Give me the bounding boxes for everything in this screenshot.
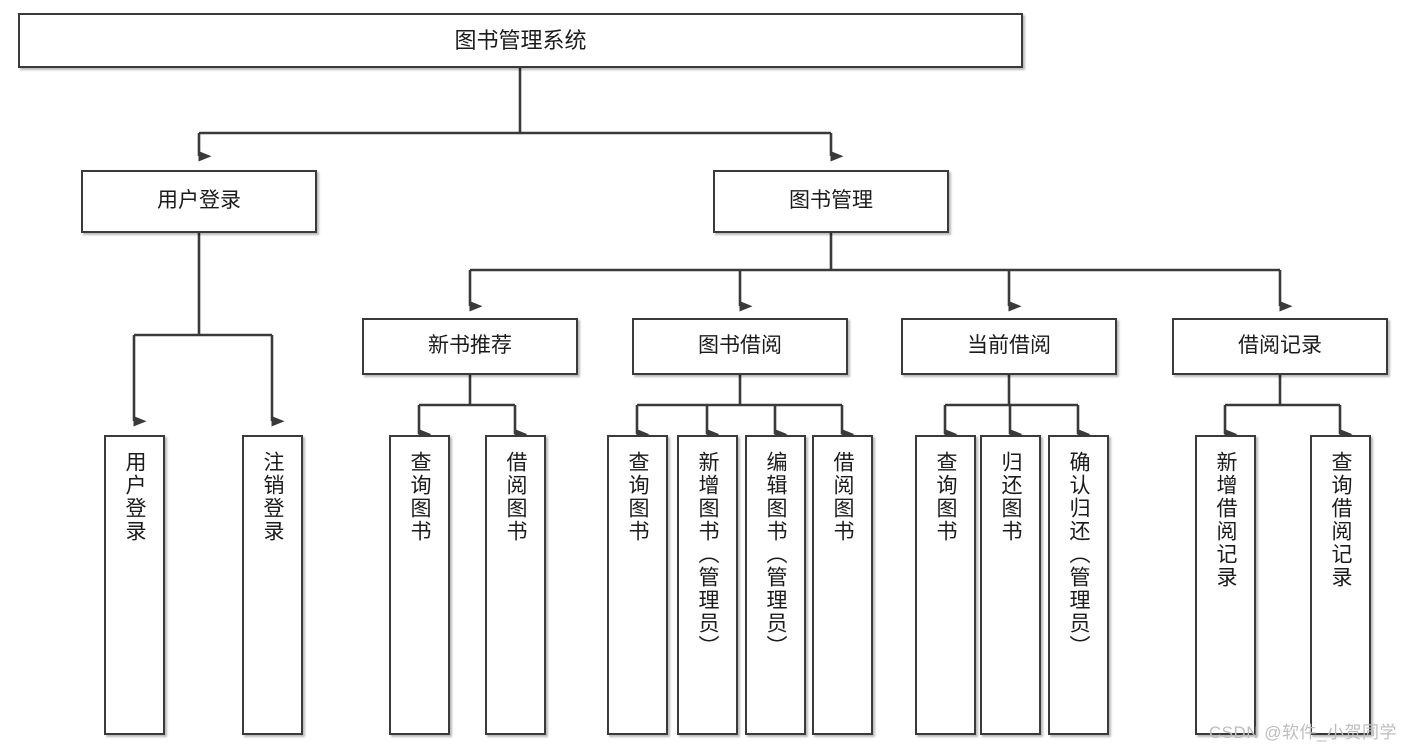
node-label: 确认归还（管理员） xyxy=(1067,451,1090,658)
node-label: 图书借阅 xyxy=(698,334,782,358)
node-book-management[interactable]: 图书管理 xyxy=(713,170,949,233)
node-label: 注销登录 xyxy=(261,451,284,543)
node-user-login[interactable]: 用户登录 xyxy=(81,170,317,233)
node-label: 编辑图书（管理员） xyxy=(764,451,787,658)
leaf-borrow-add-book-admin[interactable]: 新增图书（管理员） xyxy=(677,435,738,735)
leaf-logout[interactable]: 注销登录 xyxy=(242,435,303,735)
leaf-borrow-query-books[interactable]: 查询图书 xyxy=(607,435,668,735)
node-book-borrow[interactable]: 图书借阅 xyxy=(632,318,848,375)
leaf-records-add-record[interactable]: 新增借阅记录 xyxy=(1195,435,1256,735)
leaf-current-query-books[interactable]: 查询图书 xyxy=(915,435,976,735)
node-borrow-records[interactable]: 借阅记录 xyxy=(1172,318,1388,375)
node-label: 借阅记录 xyxy=(1238,334,1322,358)
node-label: 图书管理系统 xyxy=(454,27,587,53)
node-root-book-management-system[interactable]: 图书管理系统 xyxy=(18,13,1023,68)
node-label: 当前借阅 xyxy=(967,334,1051,358)
leaf-records-query-record[interactable]: 查询借阅记录 xyxy=(1310,435,1371,735)
leaf-new-book-query-books[interactable]: 查询图书 xyxy=(389,435,450,735)
csdn-watermark: CSDN @软件_小贺同学 xyxy=(1208,723,1397,742)
leaf-current-return-books[interactable]: 归还图书 xyxy=(980,435,1041,735)
node-label: 借阅图书 xyxy=(831,451,854,543)
node-label: 图书管理 xyxy=(789,189,873,213)
node-label: 归还图书 xyxy=(999,451,1022,543)
node-label: 新增借阅记录 xyxy=(1214,451,1237,589)
node-label: 查询借阅记录 xyxy=(1329,451,1352,589)
node-label: 用户登录 xyxy=(157,189,241,213)
node-label: 查询图书 xyxy=(408,451,431,543)
leaf-current-confirm-return-admin[interactable]: 确认归还（管理员） xyxy=(1048,435,1109,735)
node-label: 查询图书 xyxy=(934,451,957,543)
node-label: 借阅图书 xyxy=(504,451,527,543)
leaf-borrow-borrow-books[interactable]: 借阅图书 xyxy=(812,435,873,735)
node-label: 新增图书（管理员） xyxy=(696,451,719,658)
node-label: 用户登录 xyxy=(123,451,146,543)
leaf-new-book-borrow-books[interactable]: 借阅图书 xyxy=(485,435,546,735)
node-new-book-recommend[interactable]: 新书推荐 xyxy=(362,318,578,375)
node-current-borrow[interactable]: 当前借阅 xyxy=(901,318,1117,375)
node-label: 新书推荐 xyxy=(428,334,512,358)
leaf-borrow-edit-book-admin[interactable]: 编辑图书（管理员） xyxy=(745,435,806,735)
leaf-user-login[interactable]: 用户登录 xyxy=(104,435,165,735)
node-label: 查询图书 xyxy=(626,451,649,543)
